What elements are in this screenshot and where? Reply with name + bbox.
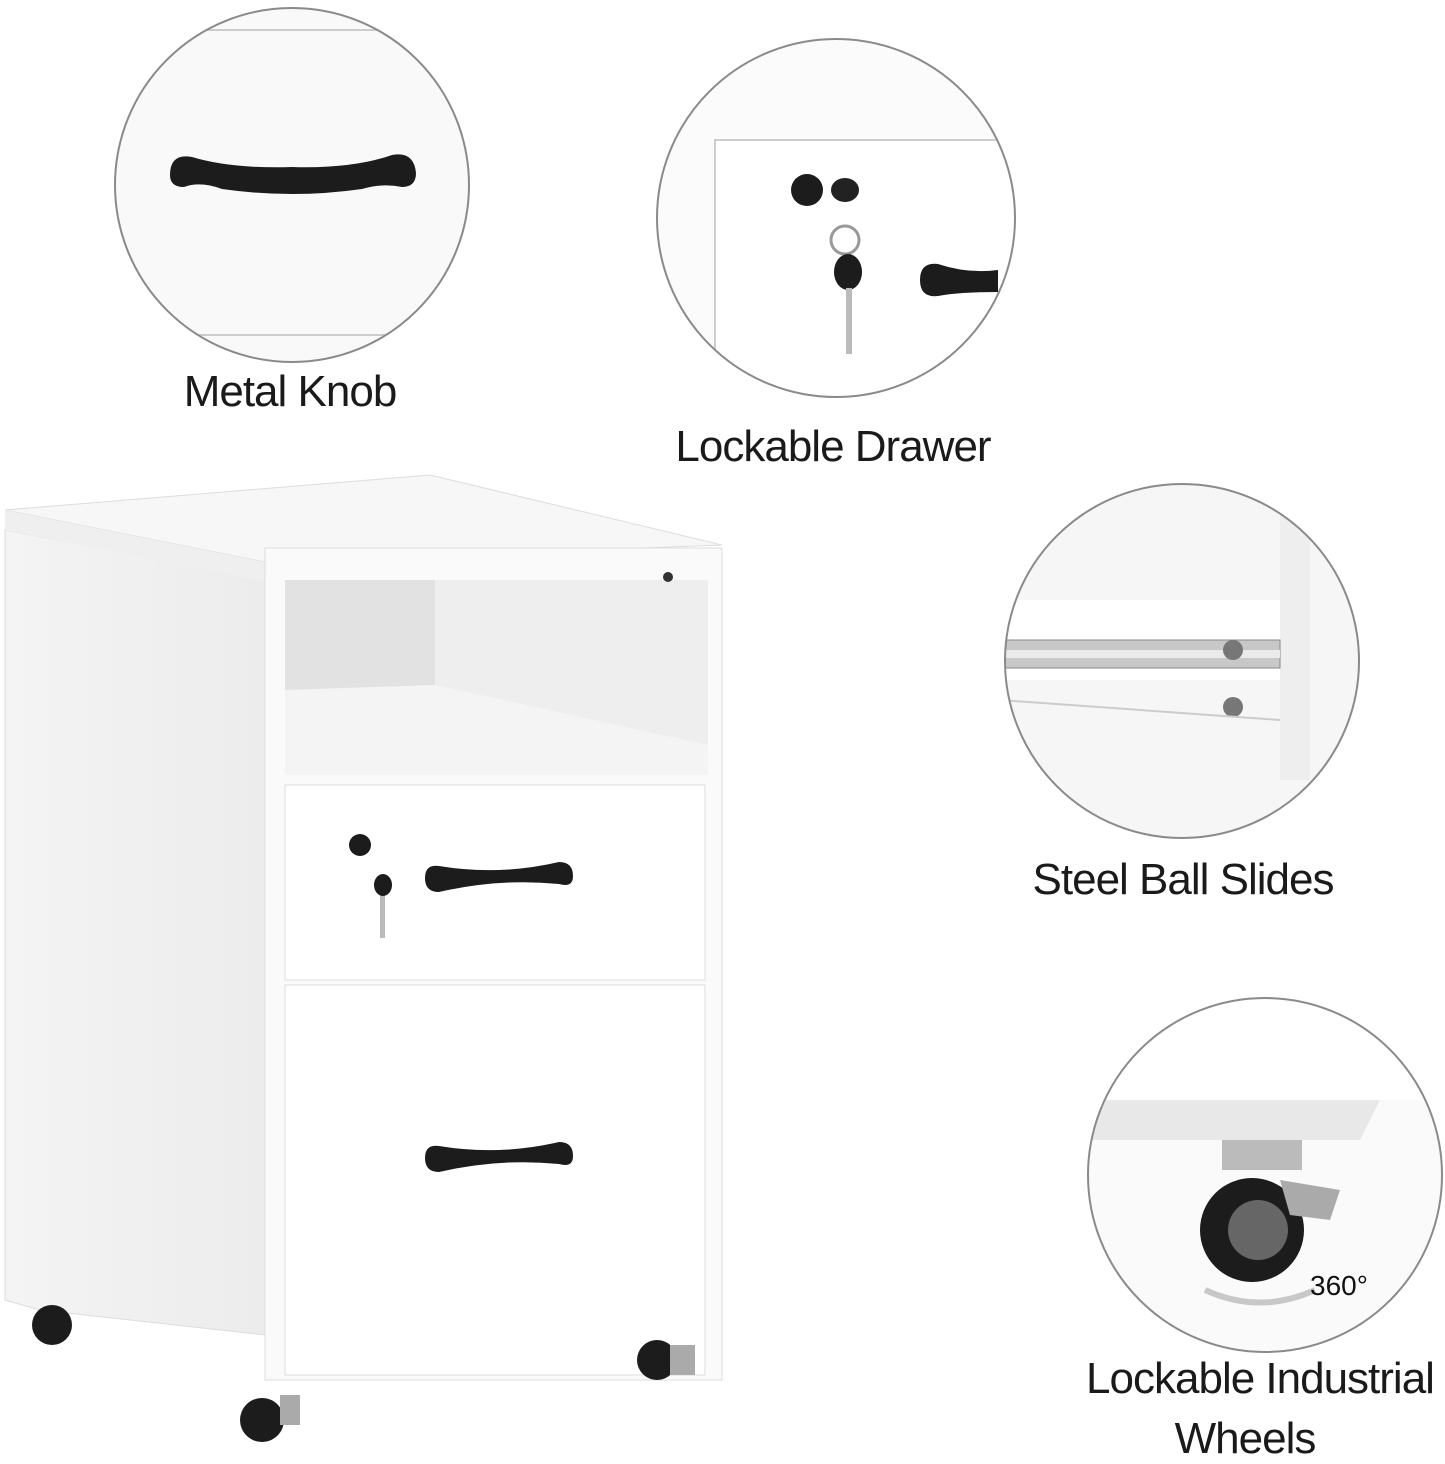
feature-label-metal-knob: Metal Knob xyxy=(183,367,398,416)
ball-slide-rail-icon xyxy=(1005,639,1281,717)
lock-and-key-icon xyxy=(791,174,862,354)
caster-wheel-icon xyxy=(1200,1140,1340,1282)
file-drawer xyxy=(284,984,706,1376)
industrial-wheel-detail-circle xyxy=(1087,997,1443,1353)
drawer-handle-icon xyxy=(170,154,416,194)
rotation-360-label: 360° xyxy=(1310,1270,1368,1301)
feature-label-lockable-wheels-line2: Wheels xyxy=(1174,1414,1317,1463)
caster-wheels xyxy=(32,1305,695,1442)
file-cabinet xyxy=(4,474,723,1442)
metal-knob-detail-circle xyxy=(114,7,470,363)
feature-label-lockable-wheels: Lockable Industrial xyxy=(1086,1354,1435,1403)
drawer-handle-icon xyxy=(920,263,998,297)
steel-ball-slides-detail-circle xyxy=(1004,483,1360,839)
lockable-drawer-detail-circle xyxy=(656,38,1016,398)
feature-label-lockable-drawer: Lockable Drawer xyxy=(675,422,991,471)
feature-label-steel-ball-slides: Steel Ball Slides xyxy=(1032,855,1335,904)
